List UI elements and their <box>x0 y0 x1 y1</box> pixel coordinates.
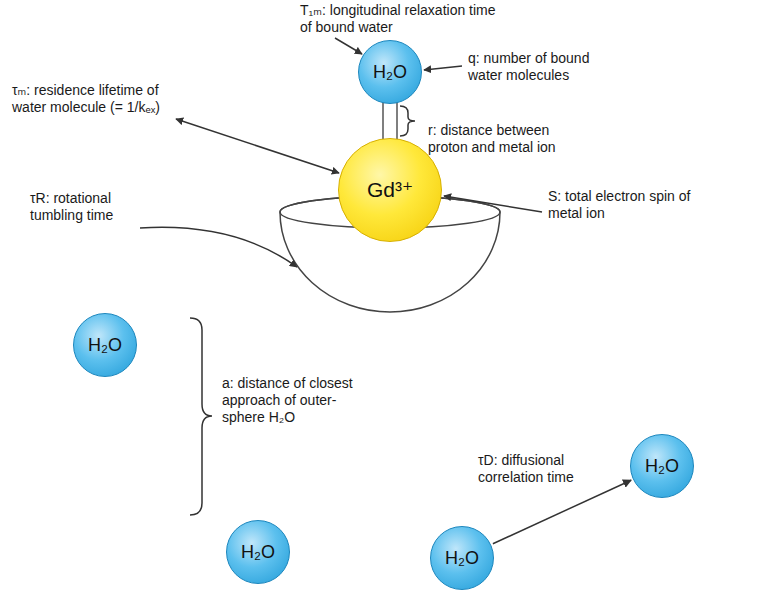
bond-stick <box>383 102 397 140</box>
parameter-label: τD: diffusional correlation time <box>478 452 608 486</box>
parameter-label: r: distance between proton and metal ion <box>428 122 578 156</box>
arrow-line <box>493 480 631 544</box>
molecule-label: H₂O <box>445 548 479 569</box>
molecule-label: H₂O <box>241 542 275 563</box>
parameter-label: T₁ₘ: longitudinal relaxation time of bou… <box>300 2 505 36</box>
diffusion-arrow <box>493 480 631 544</box>
molecule-label: H₂O <box>373 62 407 83</box>
metal-ion-circle: Gd³⁺ <box>338 138 442 242</box>
water-molecule-circle: H₂O <box>226 520 290 584</box>
distance-brace <box>400 106 415 136</box>
molecule-label: H₂O <box>88 335 122 356</box>
water-molecule-circle: H₂O <box>630 434 694 498</box>
leader-arrow <box>335 38 362 54</box>
leader-arrow <box>424 66 462 70</box>
leader-arrow <box>444 196 542 212</box>
parameter-label: q: number of bound water molecules <box>468 50 608 84</box>
distance-brace <box>190 318 212 515</box>
leader-arrow <box>140 227 297 267</box>
water-molecule-circle: H₂O <box>358 40 422 104</box>
parameter-label: a: distance of closest approach of outer… <box>222 375 372 426</box>
parameter-label: τR: rotational tumbling time <box>30 190 138 224</box>
molecule-label: Gd³⁺ <box>367 178 413 202</box>
leader-arrow <box>176 119 339 173</box>
water-molecule-circle: H₂O <box>73 313 137 377</box>
parameter-label: S: total electron spin of metal ion <box>548 188 713 222</box>
parameter-label: τₘ: residence lifetime of water molecule… <box>12 82 170 116</box>
coordination-bond <box>383 102 397 140</box>
molecule-label: H₂O <box>645 456 679 477</box>
water-molecule-circle: H₂O <box>430 526 494 590</box>
